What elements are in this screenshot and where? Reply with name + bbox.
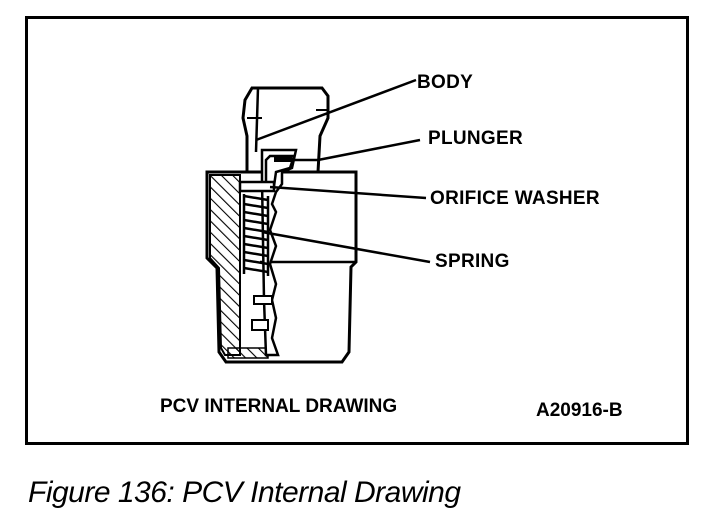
figure-frame bbox=[25, 16, 689, 445]
plunger bbox=[264, 154, 296, 190]
callout-spring: SPRING bbox=[435, 251, 510, 272]
leader-lines bbox=[255, 78, 431, 264]
figure-caption: Figure 136: PCV Internal Drawing bbox=[28, 476, 461, 509]
orifice-washer bbox=[238, 180, 276, 193]
spring bbox=[242, 194, 270, 276]
drawing-title: PCV INTERNAL DRAWING bbox=[160, 396, 398, 417]
callout-body: BODY bbox=[417, 72, 474, 93]
housing-wall-section bbox=[209, 174, 241, 356]
callout-plunger: PLUNGER bbox=[428, 128, 523, 149]
housing-bottom-section bbox=[227, 347, 269, 359]
callout-orifice-washer: ORIFICE WASHER bbox=[430, 188, 600, 209]
drawing-id: A20916-B bbox=[536, 400, 623, 421]
